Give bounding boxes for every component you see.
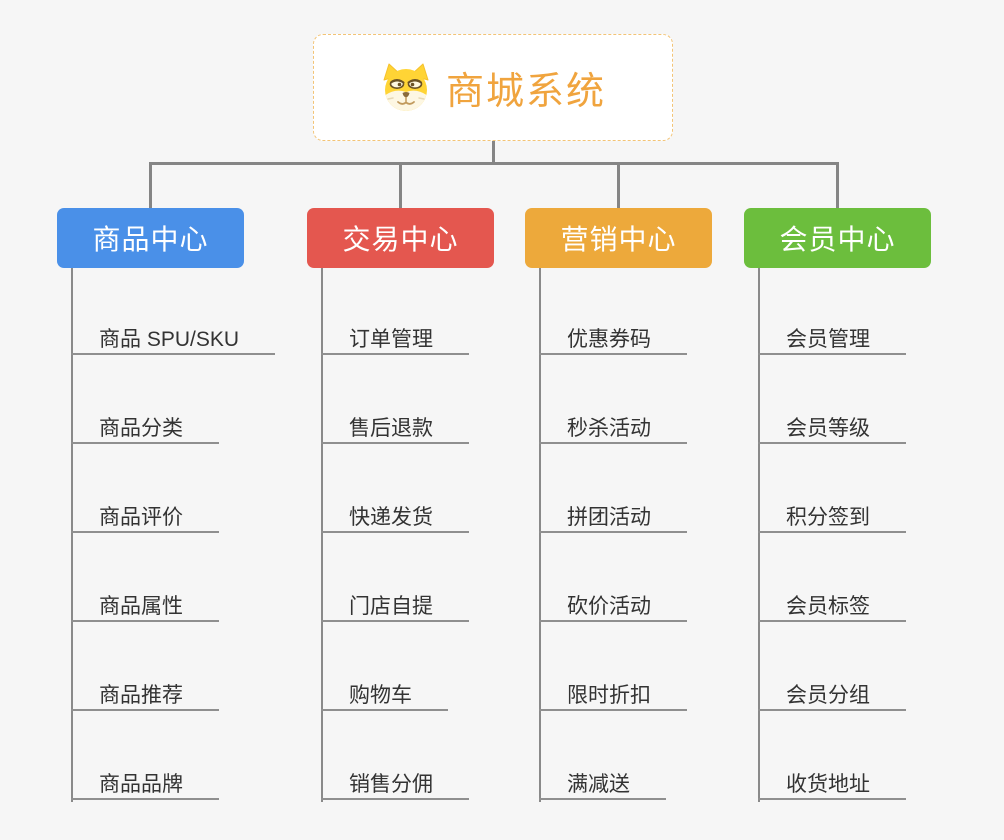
leaf-node[interactable]: 门店自提 xyxy=(321,589,469,622)
branch-label: 商品中心 xyxy=(92,224,209,255)
leaf-node[interactable]: 秒杀活动 xyxy=(539,411,687,444)
leaf-node[interactable]: 优惠券码 xyxy=(539,322,687,355)
leaf-node[interactable]: 收货地址 xyxy=(758,767,906,800)
leaf-node[interactable]: 限时折扣 xyxy=(539,678,687,711)
connector-column-trunk xyxy=(321,268,323,802)
leaf-node[interactable]: 会员等级 xyxy=(758,411,906,444)
branch-node[interactable]: 商品中心 xyxy=(57,208,244,268)
leaf-node[interactable]: 购物车 xyxy=(321,678,448,711)
branch-node[interactable]: 会员中心 xyxy=(744,208,931,268)
leaf-node[interactable]: 商品 SPU/SKU xyxy=(71,322,276,355)
leaf-node[interactable]: 砍价活动 xyxy=(539,589,687,622)
branch-node[interactable]: 营销中心 xyxy=(525,208,712,268)
leaf-node[interactable]: 商品属性 xyxy=(71,589,219,622)
connector-bus xyxy=(148,162,839,165)
leaf-node[interactable]: 订单管理 xyxy=(321,322,469,355)
connector-column-trunk xyxy=(539,268,541,802)
connector-column-trunk xyxy=(71,268,73,802)
leaf-node[interactable]: 会员标签 xyxy=(758,589,906,622)
connector-branch-drop xyxy=(398,162,402,210)
leaf-node[interactable]: 满减送 xyxy=(539,767,666,800)
leaf-node[interactable]: 商品推荐 xyxy=(71,678,219,711)
dog-face-icon xyxy=(383,63,429,111)
connector-branch-drop xyxy=(836,162,839,210)
leaf-node[interactable]: 商品分类 xyxy=(71,411,219,444)
leaf-node[interactable]: 会员管理 xyxy=(758,322,906,355)
leaf-node[interactable]: 快递发货 xyxy=(321,500,469,533)
branch-label: 会员中心 xyxy=(779,224,896,255)
connector-column-trunk xyxy=(758,268,760,802)
connector-branch-drop xyxy=(148,162,152,210)
leaf-node[interactable]: 销售分佣 xyxy=(321,767,469,800)
branch-node[interactable]: 交易中心 xyxy=(307,208,494,268)
leaf-node[interactable]: 商品评价 xyxy=(71,500,219,533)
connector-root-trunk xyxy=(491,141,495,165)
branch-label: 交易中心 xyxy=(342,224,459,255)
leaf-node[interactable]: 售后退款 xyxy=(321,411,469,444)
leaf-node[interactable]: 会员分组 xyxy=(758,678,906,711)
root-title: 商城系统 xyxy=(445,71,606,113)
leaf-node[interactable]: 拼团活动 xyxy=(539,500,687,533)
leaf-node[interactable]: 积分签到 xyxy=(758,500,906,533)
branch-label: 营销中心 xyxy=(560,224,677,255)
leaf-node[interactable]: 商品品牌 xyxy=(71,767,219,800)
root-node[interactable]: 商城系统 xyxy=(313,34,673,141)
connector-branch-drop xyxy=(617,162,620,210)
